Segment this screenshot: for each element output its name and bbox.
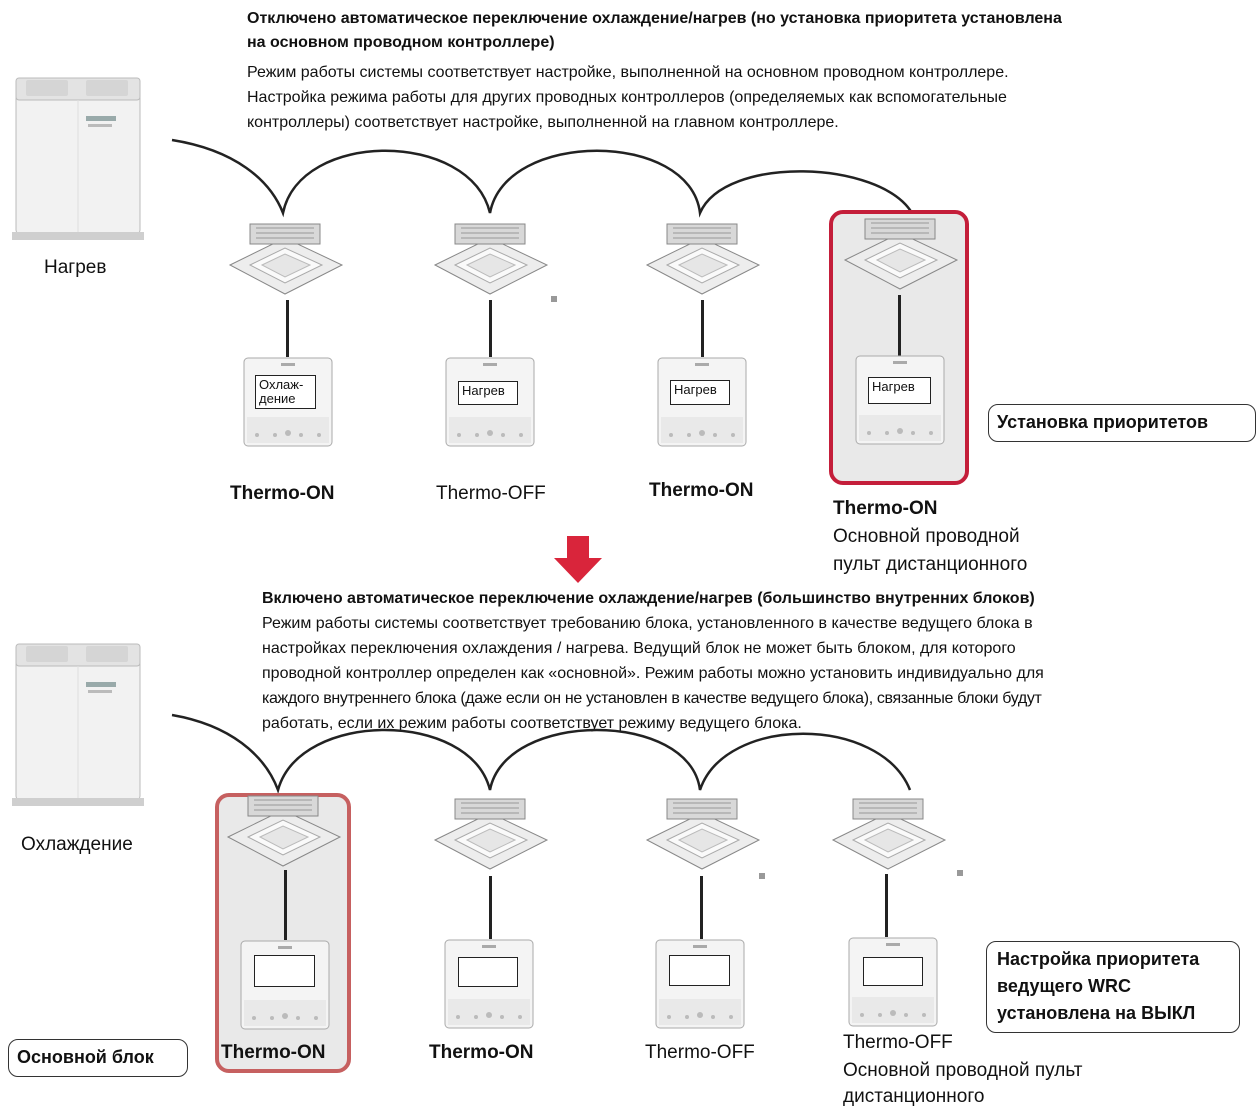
down-arrow-icon xyxy=(554,536,602,583)
unit-status: Thermo-OFF xyxy=(436,483,546,504)
unit-status: Thermo-ON xyxy=(833,498,938,519)
cassette-indoor-unit-icon xyxy=(835,215,965,295)
main-controller-note-line1: Основной проводной пульт xyxy=(843,1060,1083,1081)
controller-screen xyxy=(458,957,518,987)
top-heading-line1: Отключено автоматическое переключение ох… xyxy=(247,10,1062,27)
main-controller-note-line1: Основной проводной xyxy=(833,526,1020,547)
marker-dot xyxy=(759,873,765,879)
bottom-desc-line3: проводной контроллер определен как «осно… xyxy=(262,665,1044,682)
cassette-indoor-unit-icon xyxy=(425,795,555,875)
connection-wire xyxy=(700,876,703,939)
priority-setting-callout: Установка приоритетов xyxy=(988,404,1256,442)
bottom-desc-line5: работать, если их режим работы соответст… xyxy=(262,715,802,732)
unit-status: Thermo-ON xyxy=(230,483,335,504)
controller-screen: Нагрев xyxy=(670,380,730,405)
top-outdoor-mode: Нагрев xyxy=(44,257,107,278)
callout-line1: Настройка приоритета xyxy=(997,949,1200,969)
unit-status: Thermo-ON xyxy=(649,480,754,501)
controller-screen: Охлаж-дение xyxy=(255,375,316,409)
connection-wire xyxy=(885,874,888,937)
bottom-refrigerant-line xyxy=(171,713,912,795)
main-controller-note-line2: дистанционного xyxy=(843,1086,985,1107)
bottom-desc-line2: настройках переключения охлаждения / наг… xyxy=(262,640,1016,657)
top-desc-line1: Режим работы системы соответствует настр… xyxy=(247,64,1009,81)
controller-screen: Нагрев xyxy=(458,381,518,405)
bottom-desc-line1: Режим работы системы соответствует требо… xyxy=(262,615,1033,632)
bottom-outdoor-mode: Охлаждение xyxy=(21,834,133,855)
connection-wire xyxy=(489,300,492,357)
controller-screen xyxy=(669,955,730,986)
controller-screen xyxy=(863,957,923,986)
main-unit-label: Основной блок xyxy=(8,1039,188,1077)
cassette-indoor-unit-icon xyxy=(637,795,767,875)
unit-status: Thermo-OFF xyxy=(843,1032,953,1053)
master-wrc-priority-callout: Настройка приоритета ведущего WRC устано… xyxy=(986,941,1240,1033)
callout-line2: ведущего WRC xyxy=(997,976,1131,996)
main-controller-note-line2: пульт дистанционного xyxy=(833,554,1028,575)
bottom-desc-line4: каждого внутреннего блока (даже если он … xyxy=(262,690,1042,707)
cassette-indoor-unit-icon xyxy=(823,795,953,875)
unit-status: Thermo-OFF xyxy=(645,1042,755,1063)
cassette-indoor-unit-icon xyxy=(637,220,767,300)
top-desc-line3: контроллеры) соответствует настройке, вы… xyxy=(247,114,839,131)
cassette-indoor-unit-icon xyxy=(425,220,555,300)
cassette-indoor-unit-icon xyxy=(218,792,348,872)
bottom-heading: Включено автоматическое переключение охл… xyxy=(262,590,1035,607)
connection-wire xyxy=(286,300,289,357)
unit-status: Thermo-ON xyxy=(429,1042,534,1063)
cassette-indoor-unit-icon xyxy=(220,220,350,300)
connection-wire xyxy=(284,870,287,940)
unit-status: Thermo-ON xyxy=(221,1042,326,1063)
top-refrigerant-line xyxy=(171,138,914,218)
connection-wire xyxy=(701,300,704,357)
controller-screen: Нагрев xyxy=(868,377,931,404)
callout-line3: установлена на ВЫКЛ xyxy=(997,1003,1196,1023)
controller-screen xyxy=(254,955,315,987)
top-heading-line2: на основном проводном контроллере) xyxy=(247,34,555,51)
marker-dot xyxy=(957,870,963,876)
connection-wire xyxy=(489,876,492,939)
marker-dot xyxy=(551,296,557,302)
connection-wire xyxy=(898,295,901,357)
top-desc-line2: Настройка режима работы для других прово… xyxy=(247,89,1007,106)
